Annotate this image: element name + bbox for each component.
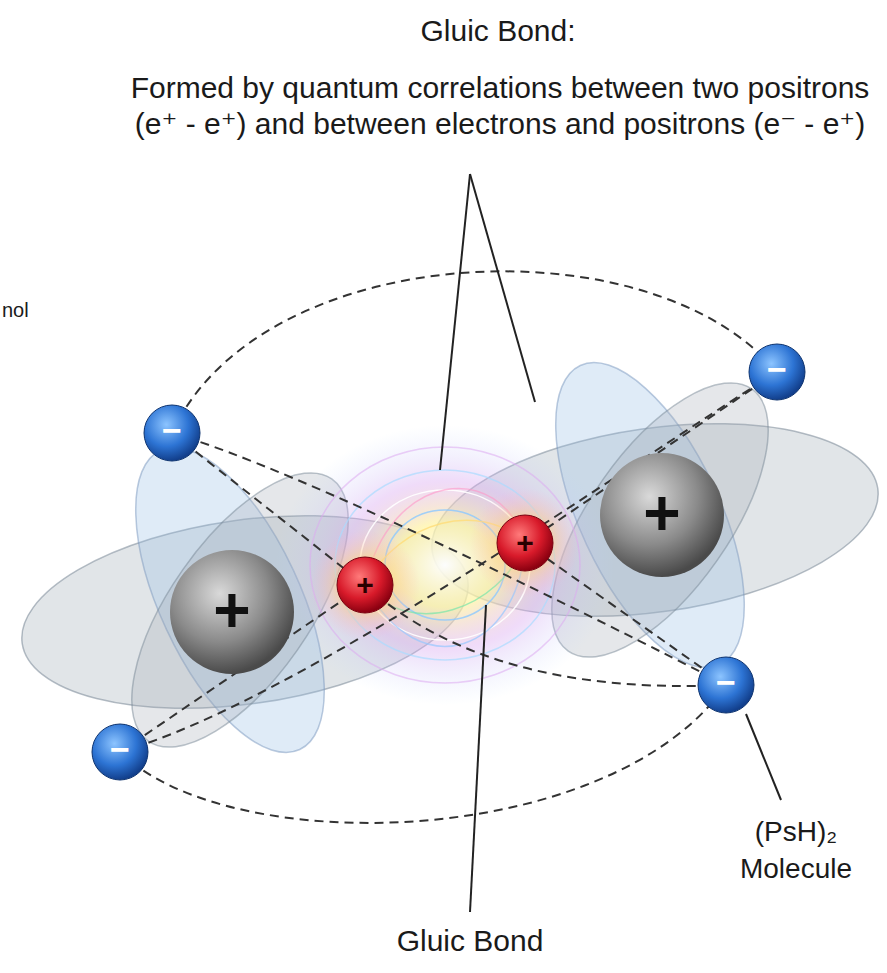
cut-off-text: nol: [2, 299, 29, 322]
leader-lines: [440, 174, 781, 912]
positron: [497, 515, 553, 571]
positron: [337, 557, 393, 613]
positron-charge: +: [516, 525, 534, 560]
callout-heading: Gluic Bond:: [420, 13, 575, 48]
electron-charge: −: [767, 350, 787, 389]
electron: [144, 405, 200, 461]
field-lines: [310, 447, 580, 683]
nucleus-charge: +: [643, 476, 680, 550]
nucleus-charge: +: [213, 573, 250, 647]
nucleus: [600, 453, 724, 577]
correlation-lines: [120, 271, 777, 823]
electron: [92, 724, 148, 780]
molecule-label: (PsH)₂ Molecule: [721, 813, 871, 887]
callout-text: Formed by quantum correlations between t…: [115, 70, 885, 142]
bond-glow: [275, 425, 615, 705]
electron-charge: −: [162, 411, 182, 450]
electron: [698, 657, 754, 713]
positron-charge: +: [356, 567, 374, 602]
electron-charge: −: [110, 730, 130, 769]
callout-label: Gluic Bond: [397, 923, 544, 958]
electron-charge: −: [716, 663, 736, 702]
electron: [749, 344, 805, 400]
nucleus: [170, 550, 294, 674]
